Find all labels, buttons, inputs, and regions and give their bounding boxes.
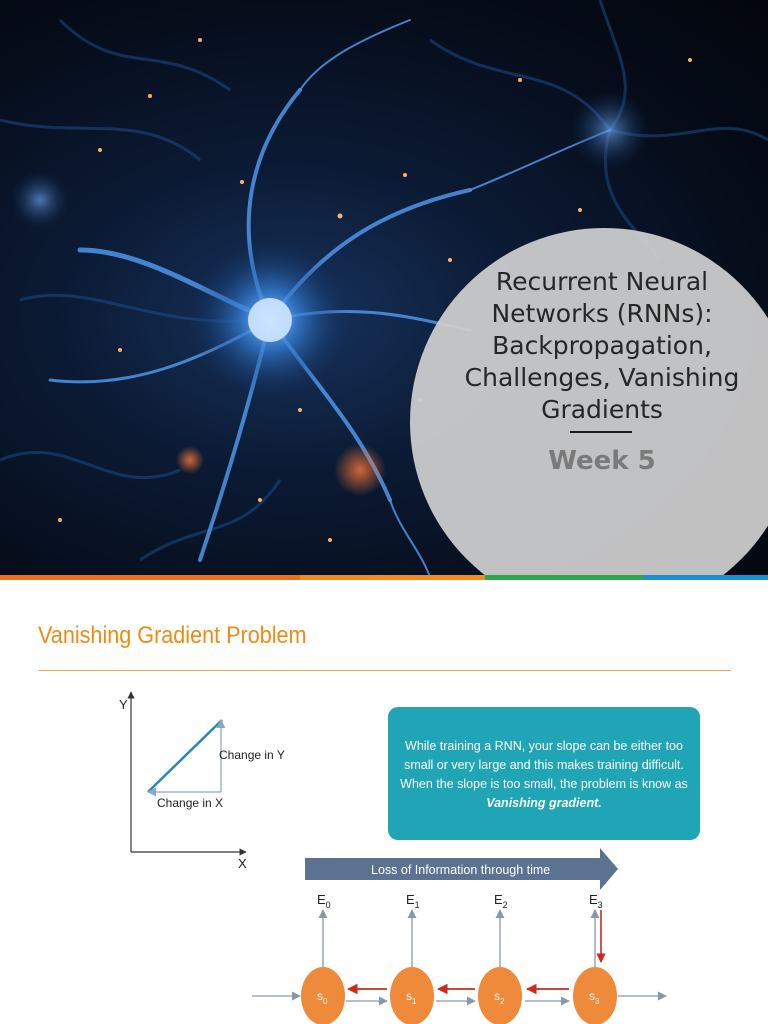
- output-arrows: [318, 909, 600, 967]
- error-label-3: E3: [589, 892, 603, 910]
- error-labels: E0 E1 E2 E3: [317, 892, 603, 910]
- info-callout: While training a RNN, your slope can be …: [388, 707, 700, 840]
- slope-graph: Y X Change in Y Change in X: [119, 691, 285, 871]
- state-label-0: s0: [317, 989, 328, 1006]
- change-y-label: Change in Y: [219, 748, 285, 762]
- forward-arrows: [252, 991, 667, 1006]
- title-underline: [38, 670, 731, 671]
- error-label-2: E2: [494, 892, 508, 910]
- state-nodes: s0 s1 s2 s3: [301, 967, 617, 1024]
- accent-segment: [485, 575, 643, 580]
- accent-segment: [300, 575, 485, 580]
- title-line: Backpropagation,: [492, 331, 712, 360]
- x-axis-label: X: [238, 856, 247, 871]
- presentation-title: Recurrent Neural Networks (RNNs): Backpr…: [452, 266, 752, 426]
- title-circle: [410, 228, 768, 577]
- info-emphasis: Vanishing gradient.: [486, 796, 602, 810]
- title-line: Challenges, Vanishing: [464, 363, 740, 392]
- title-slide: Recurrent Neural Networks (RNNs): Backpr…: [0, 0, 768, 577]
- accent-segment: [0, 575, 300, 580]
- state-label-2: s2: [494, 989, 505, 1006]
- state-node: [301, 967, 345, 1024]
- accent-segment: [643, 575, 768, 580]
- week-subtitle: Week 5: [548, 446, 656, 476]
- state-node: [390, 967, 434, 1024]
- title-line: Networks (RNNs):: [491, 299, 713, 328]
- state-label-3: s3: [589, 989, 600, 1006]
- state-label-1: s1: [406, 989, 417, 1006]
- slide-title: Vanishing Gradient Problem: [38, 622, 307, 649]
- neuron-background-image: [0, 0, 768, 577]
- accent-stripe: [0, 575, 768, 580]
- gradient-diagram: Y X Change in Y Change in X Loss of Info…: [119, 691, 667, 1024]
- change-x-label: Change in X: [157, 796, 223, 810]
- title-divider: [570, 431, 632, 433]
- info-text: While training a RNN, your slope can be …: [400, 739, 688, 791]
- y-axis-label: Y: [119, 697, 128, 712]
- vanishing-gradient-slide: Vanishing Gradient Problem Y X: [0, 600, 768, 1024]
- error-label-1: E1: [406, 892, 420, 910]
- title-line: Gradients: [541, 395, 663, 424]
- time-arrow: Loss of Information through time: [305, 848, 618, 890]
- error-label-0: E0: [317, 892, 331, 910]
- state-node: [573, 967, 617, 1024]
- time-arrow-label: Loss of Information through time: [371, 863, 550, 877]
- title-line: Recurrent Neural: [495, 267, 709, 296]
- state-node: [478, 967, 522, 1024]
- slope-line: [147, 719, 223, 793]
